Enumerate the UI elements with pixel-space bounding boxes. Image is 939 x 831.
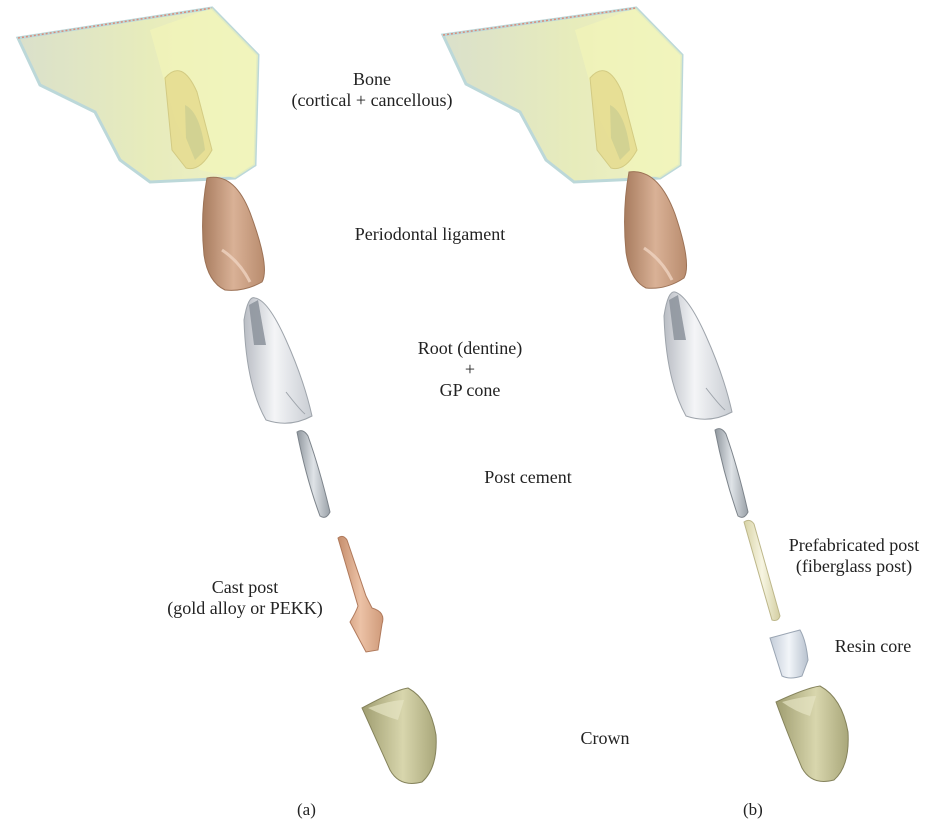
cast-post-label-line1: Cast post <box>211 577 279 597</box>
cast-post-a <box>337 535 384 653</box>
root-label-line3: GP cone <box>439 380 501 400</box>
prefabricated-post-label-line1: Prefabricated post <box>788 535 920 555</box>
root-label-line2: + <box>464 359 476 379</box>
fiberglass-post-b <box>743 519 781 621</box>
panel-b-caption: (b) <box>743 800 763 819</box>
prefabricated-post-label-line2: (fiberglass post) <box>795 556 913 576</box>
post-cement-label: Post cement <box>428 467 628 488</box>
prefabricated-post-label: Prefabricated post (fiberglass post) <box>765 535 939 577</box>
panel-a-caption: (a) <box>297 800 316 819</box>
root-label-line1: Root (dentine) <box>417 338 523 358</box>
post-cement-b <box>714 428 749 518</box>
resin-core-text: Resin core <box>834 636 912 656</box>
bone-label: Bone (cortical + cancellous) <box>272 69 472 111</box>
panel-a <box>15 6 437 784</box>
bone-label-line2: (cortical + cancellous) <box>291 90 453 110</box>
root-dentine-a <box>243 297 313 424</box>
periodontal-ligament-text: Periodontal ligament <box>354 224 506 244</box>
root-label: Root (dentine) + GP cone <box>370 338 570 401</box>
bone-label-line1: Bone <box>353 69 391 89</box>
crown-text: Crown <box>580 728 630 748</box>
bone-block-a <box>15 6 260 184</box>
panel-b <box>440 6 849 782</box>
cast-post-label-line2: (gold alloy or PEKK) <box>167 598 323 618</box>
bone-block-b <box>440 6 684 184</box>
crown-b <box>775 685 849 782</box>
cast-post-label: Cast post (gold alloy or PEKK) <box>145 577 345 619</box>
crown-label: Crown <box>545 728 665 749</box>
periodontal-ligament-a <box>202 176 265 291</box>
root-dentine-b <box>663 291 733 420</box>
resin-core-label: Resin core <box>815 636 931 657</box>
periodontal-ligament-b <box>624 171 688 289</box>
resin-core-b <box>769 629 809 679</box>
periodontal-ligament-label: Periodontal ligament <box>330 224 530 245</box>
post-cement-text: Post cement <box>484 467 572 487</box>
post-cement-a <box>296 430 331 518</box>
